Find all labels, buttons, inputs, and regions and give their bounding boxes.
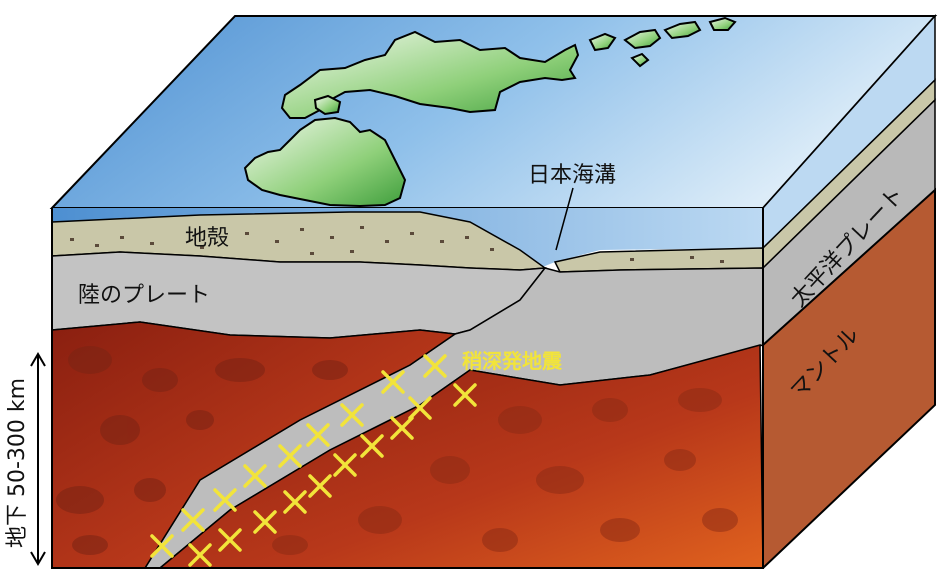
earthquake-marker-icon — [278, 444, 302, 468]
mantle-texture-left — [56, 346, 348, 555]
earthquake-marker-icon — [181, 508, 205, 532]
crust-label: 地殻 — [185, 226, 229, 251]
earthquake-marker-icon — [390, 416, 414, 440]
earthquake-marker-icon — [453, 383, 477, 407]
earthquake-marker-icon — [423, 354, 447, 378]
earthquake-marker-icon — [213, 488, 237, 512]
block-outline — [51, 208, 764, 569]
earthquake-marker-icon — [253, 510, 277, 534]
earthquake-marker-icon — [306, 423, 330, 447]
crust-speckles — [70, 226, 724, 263]
earthquake-marker-icon — [188, 543, 212, 567]
trench-label: 日本海溝 — [528, 163, 616, 188]
earthquake-marker-icon — [150, 534, 174, 558]
earthquake-marker-icon — [283, 490, 307, 514]
depth-label: 地下 50-300 km — [5, 378, 30, 548]
mantle-texture-right — [272, 388, 738, 555]
continental-plate-label: 陸のプレート — [78, 283, 210, 308]
deep-earthquake-label: 稍深発地震 — [462, 349, 563, 373]
earthquake-marker-icon — [243, 464, 267, 488]
earthquake-marker-icon — [340, 403, 364, 427]
trench-leader-line — [555, 187, 574, 251]
earthquake-marker-icon — [333, 453, 357, 477]
earthquake-marker-icon — [218, 528, 242, 552]
earthquake-marker-icon — [381, 370, 405, 394]
japan-landmass — [243, 16, 737, 208]
earthquake-marker-icon — [308, 474, 332, 498]
earthquake-marker-icon — [360, 434, 384, 458]
depth-arrow-icon — [30, 352, 46, 566]
earthquake-markers — [150, 354, 477, 567]
earthquake-marker-icon — [408, 396, 432, 420]
front-sea-strip — [52, 208, 763, 268]
